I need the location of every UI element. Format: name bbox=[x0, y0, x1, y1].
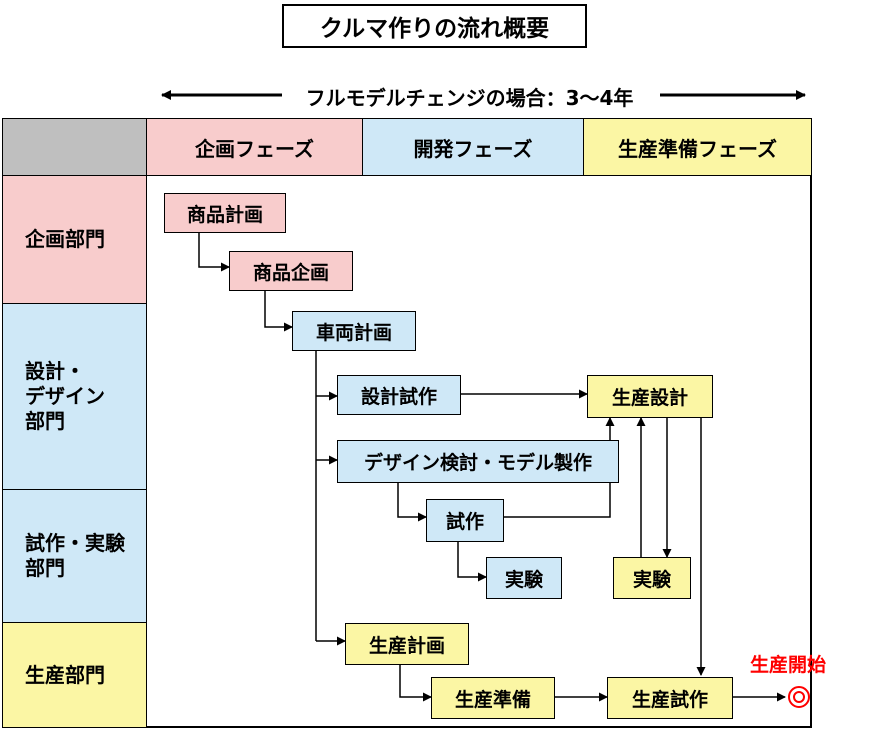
dept-prototype-label-1: 試作・実験 bbox=[25, 531, 125, 555]
dept-design: 設計・ デザイン 部門 bbox=[2, 303, 147, 490]
line-prototype-up bbox=[504, 480, 611, 518]
production-start-label: 生産開始 bbox=[750, 654, 827, 676]
dept-design-label-2: デザイン bbox=[25, 384, 105, 408]
dept-design-label-1: 設計・ bbox=[25, 359, 85, 383]
step-experiment-1: 実験 bbox=[486, 557, 562, 599]
step-vehicle-plan: 車両計画 bbox=[292, 311, 416, 351]
step-production-plan: 生産計画 bbox=[345, 623, 469, 665]
phase-production-prep: 生産準備フェーズ bbox=[583, 118, 812, 176]
arrow-plan-to-prep bbox=[399, 665, 432, 702]
step-production-trial: 生産試作 bbox=[607, 677, 733, 719]
diagram-title: クルマ作りの流れ概要 bbox=[282, 4, 587, 48]
step-product-concept: 商品企画 bbox=[229, 251, 353, 291]
step-experiment-2: 実験 bbox=[613, 557, 691, 599]
phase-planning: 企画フェーズ bbox=[146, 118, 363, 176]
dept-production: 生産部門 bbox=[2, 622, 147, 728]
dept-planning-label: 企画部門 bbox=[25, 227, 105, 251]
start-target-icon bbox=[788, 686, 810, 708]
arrow-model-to-prototype bbox=[397, 483, 427, 522]
arrow-prototype-to-experiment bbox=[457, 542, 487, 582]
dept-planning: 企画部門 bbox=[2, 175, 147, 304]
timeline-label: フルモデルチェンジの場合：3～4年 bbox=[282, 82, 657, 111]
phase-development: 開発フェーズ bbox=[362, 118, 584, 176]
dept-prototype: 試作・実験 部門 bbox=[2, 489, 147, 623]
arrow-plan-to-concept bbox=[198, 233, 230, 272]
step-production-prep: 生産準備 bbox=[431, 677, 555, 719]
dept-design-label-3: 部門 bbox=[25, 409, 65, 433]
step-production-design: 生産設計 bbox=[587, 375, 713, 418]
step-design-model: デザイン検討・モデル製作 bbox=[337, 440, 619, 483]
dept-production-label: 生産部門 bbox=[25, 662, 105, 687]
step-design-proto: 設計試作 bbox=[337, 375, 461, 415]
dept-prototype-label-2: 部門 bbox=[25, 556, 65, 580]
step-prototype: 試作 bbox=[426, 499, 504, 542]
step-product-plan: 商品計画 bbox=[164, 193, 286, 233]
arrow-concept-to-vehicle bbox=[264, 291, 293, 332]
